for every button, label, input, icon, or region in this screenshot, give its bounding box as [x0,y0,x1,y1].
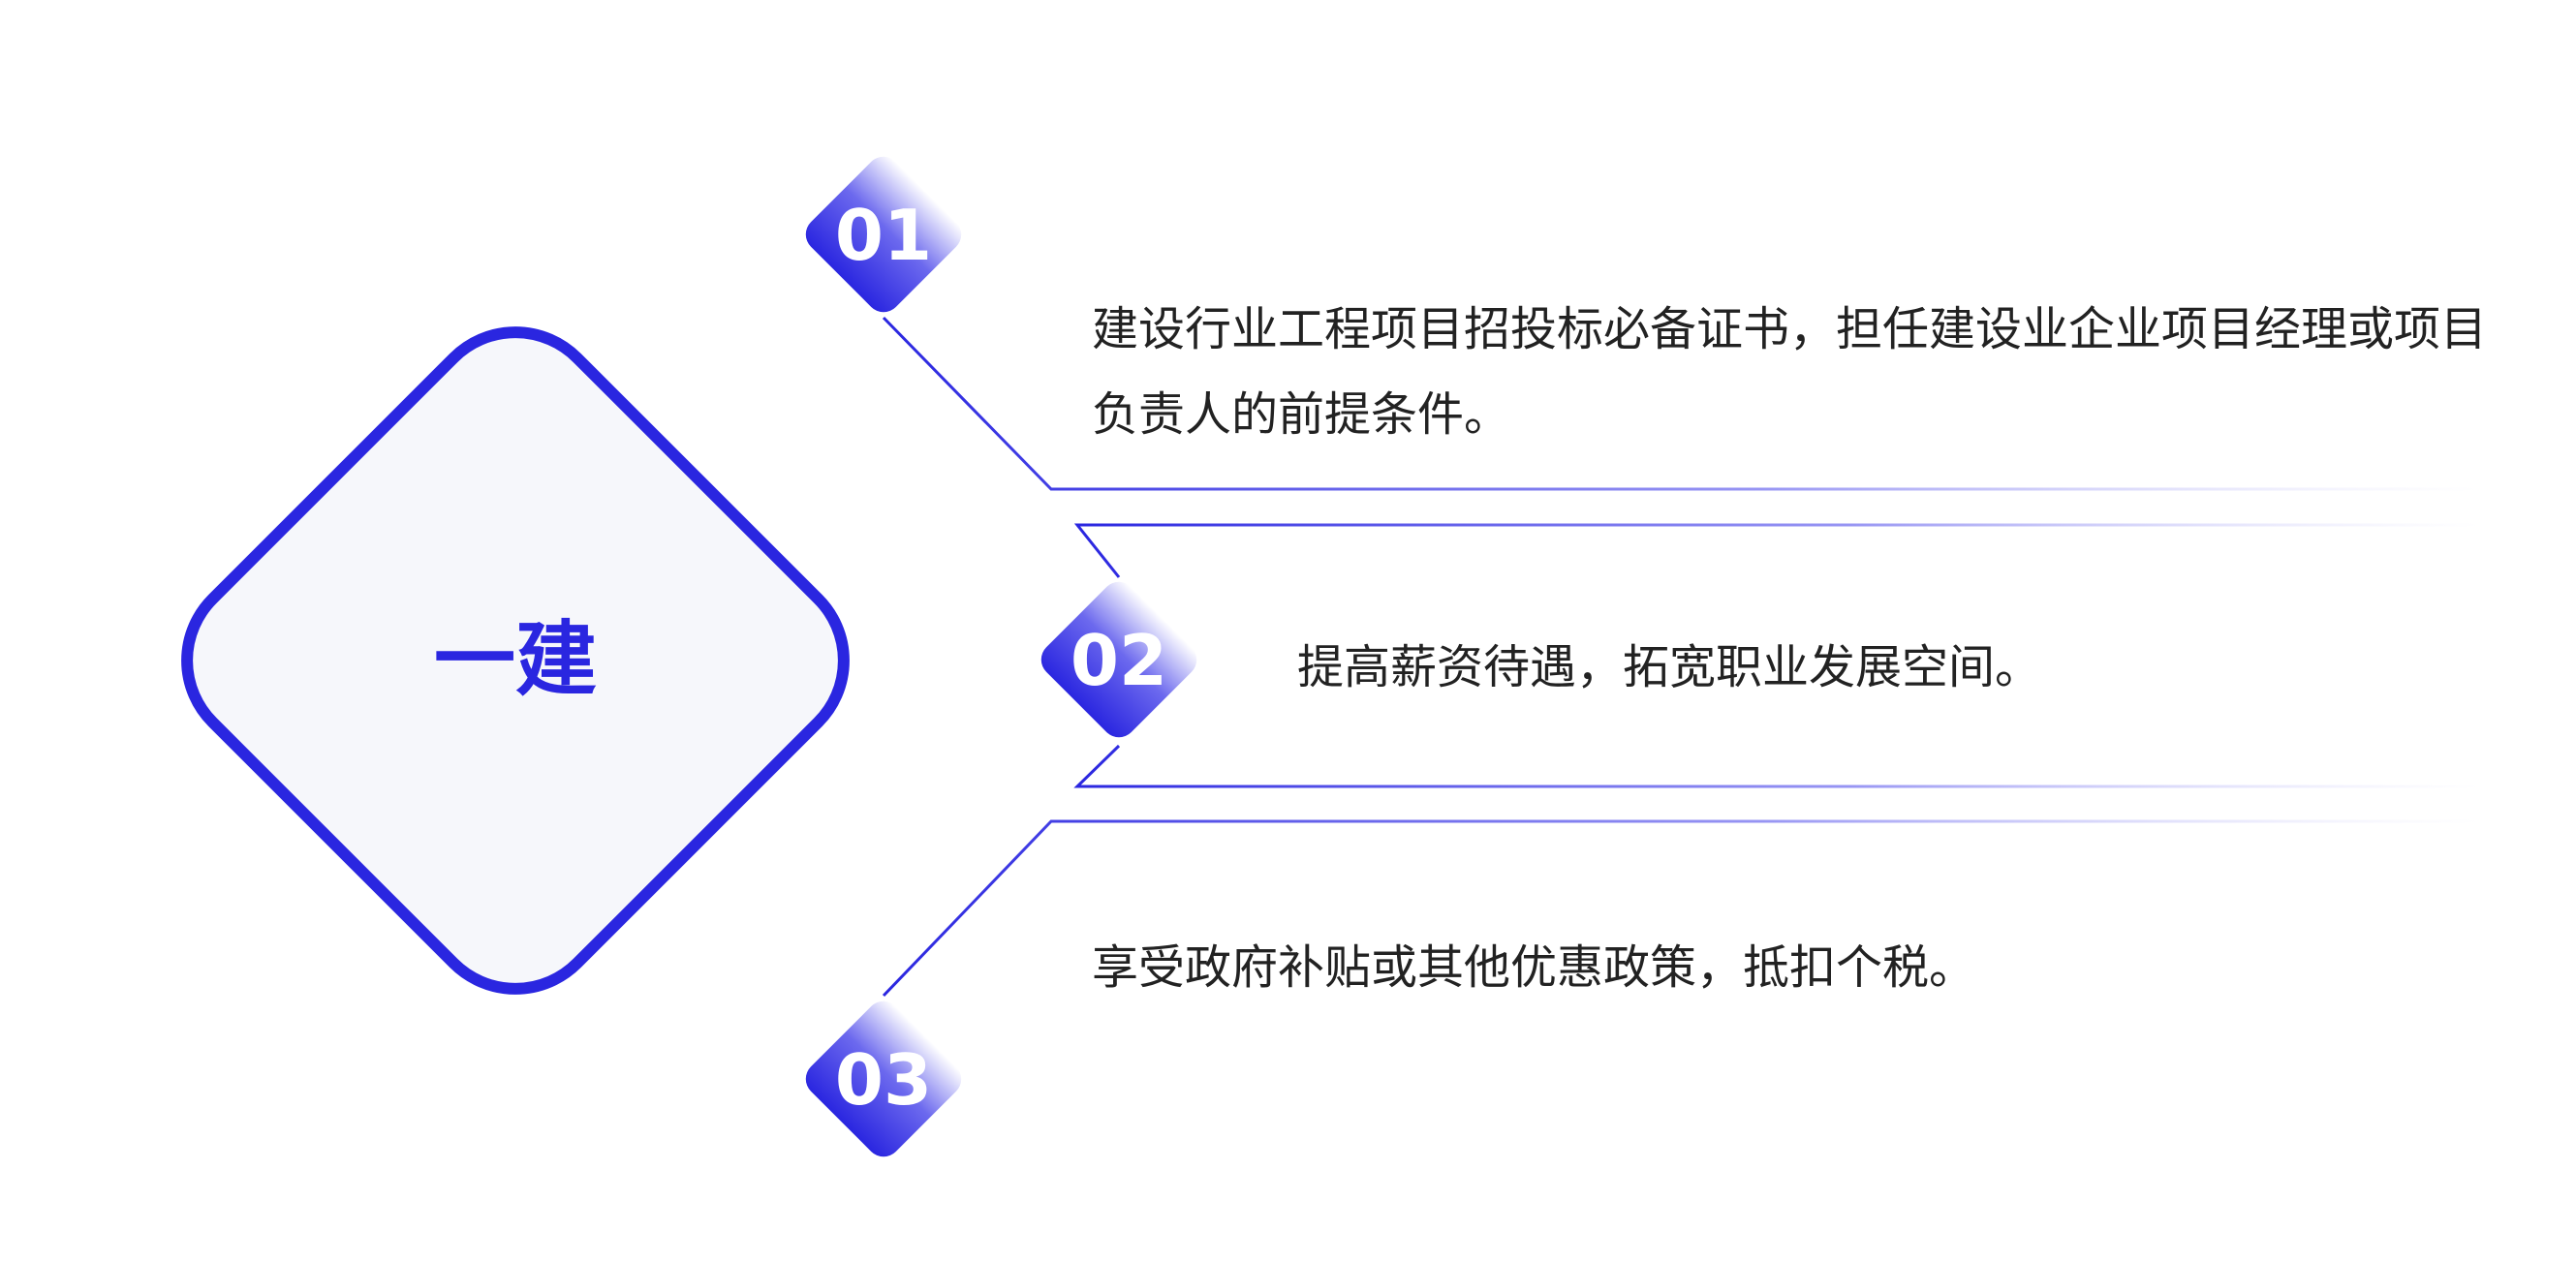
item-1-description: 建设行业工程项目招投标必备证书，担任建设业企业项目经理或项目负责人的前提条件。 [1092,302,2488,442]
badge-03-diamond [805,1000,962,1157]
badge-03-number: 03 [835,1039,932,1121]
item-2-description: 提高薪资待遇，拓宽职业发展空间。 [1297,640,2042,694]
badge-03: 03 [805,1000,962,1157]
item-2-connector [1073,523,2480,788]
badge-01-diamond [805,156,962,313]
center-title: 一建 [434,612,597,707]
item-3-connector [882,819,2480,1087]
title-diamond-outline [181,326,850,995]
badge-02-diamond [1040,581,1197,738]
item-3-description: 享受政府补贴或其他优惠政策，抵扣个税。 [1092,940,1976,995]
badge-02: 02 [1040,581,1197,738]
item-1-connector [882,228,2480,491]
badge-02-number: 02 [1071,620,1167,701]
badge-01: 01 [805,156,962,313]
badge-01-number: 01 [835,195,932,276]
